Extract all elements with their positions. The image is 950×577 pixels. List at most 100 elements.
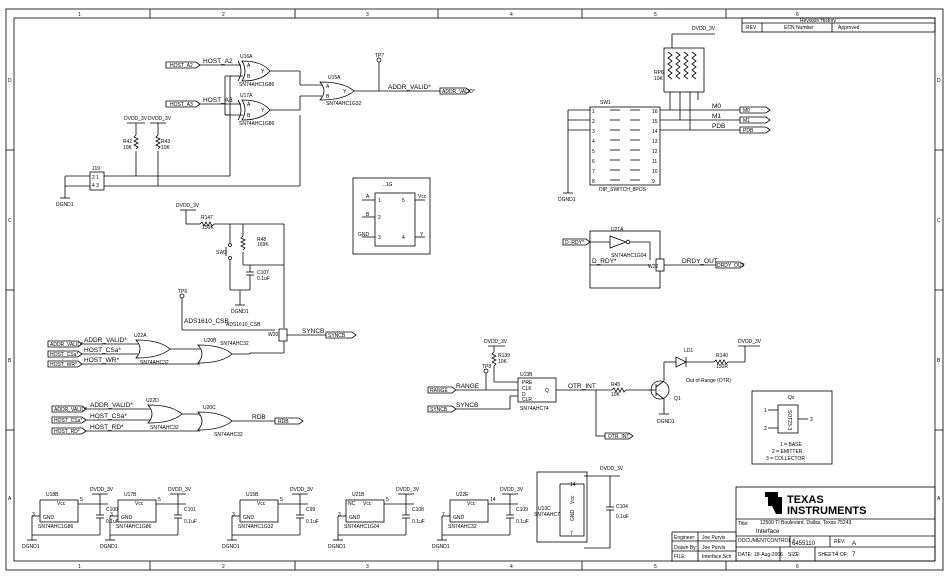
port-addr-valid [439, 87, 471, 95]
svg-text:RANGE: RANGE [456, 383, 480, 390]
svg-text:SN74AHC1G32: SN74AHC1G32 [326, 101, 362, 107]
svg-text:SN74AHC1G32: SN74AHC1G32 [238, 524, 274, 530]
flipflop-u13b [517, 377, 557, 403]
svg-text:OTR_INT: OTR_INT [608, 434, 629, 440]
jumper-w20 [278, 328, 288, 342]
svg-text:169K: 169K [257, 242, 269, 248]
svg-text:R45: R45 [611, 382, 620, 388]
svg-text:0.1uF: 0.1uF [306, 519, 319, 525]
net-addr-valid: ADDR_VALID* [388, 84, 431, 91]
svg-text:SN74AHC1G04: SN74AHC1G04 [344, 524, 380, 530]
svg-text:14: 14 [570, 482, 576, 488]
or-gate-u20b [197, 344, 233, 364]
company-address: 12500 TI Boulevard. Dallas, Texas 75243 [760, 520, 851, 526]
svg-text:DVDD_3V: DVDD_3V [484, 339, 508, 345]
svg-text:14: 14 [652, 129, 658, 135]
svg-text:0.1uF: 0.1uF [412, 519, 425, 525]
transistor-pin-legend: Qx SOT23-3 123 1 = BASE 2 = EMITTER 3 = … [751, 390, 833, 465]
or-gate-u22a [135, 339, 171, 359]
svg-text:3: 3 [338, 512, 341, 518]
svg-text:SN74AHC1G86: SN74AHC1G86 [239, 82, 275, 88]
revision-history-table: Revision History REV ECN Number Approved [741, 17, 936, 33]
svg-text:HOST_CSa*: HOST_CSa* [84, 347, 121, 354]
resistor-r42 [133, 134, 139, 150]
svg-text:DVDD_3V: DVDD_3V [90, 487, 114, 493]
svg-text:U22E: U22E [456, 492, 469, 498]
xor-gate-u16a: U16A A B Y SN74AHC1G86 [237, 54, 275, 88]
svg-text:ADDR_VALID*: ADDR_VALID* [54, 407, 87, 413]
row-label-d: D [8, 78, 12, 84]
svg-text:U17A: U17A [240, 93, 253, 99]
revision-title: Revision History [800, 18, 837, 24]
svg-text:U13B: U13B [520, 372, 533, 378]
svg-text:RDB: RDB [252, 414, 266, 421]
svg-text:10K: 10K [498, 359, 508, 365]
sheet-total: 7 [852, 552, 856, 558]
svg-text:2 = EMITTER: 2 = EMITTER [772, 449, 803, 455]
svg-text:DRDY_OUT: DRDY_OUT [682, 258, 718, 265]
svg-text:R42: R42 [123, 139, 132, 145]
svg-text:FILE:: FILE: [674, 554, 686, 560]
svg-text:DATE:: DATE: [738, 552, 752, 558]
u13c-power-block: U13C SN74AHC74 GND Vcc 14 7 DVDD_3V C104… [534, 466, 629, 549]
svg-text:SN74AHC1G86: SN74AHC1G86 [38, 524, 74, 530]
svg-text:CLR: CLR [522, 397, 532, 403]
svg-text:Vcc: Vcc [418, 194, 427, 200]
engineer-name: Joe Purvis [702, 535, 726, 541]
address-decode-block: HOST_A2 HOST_A2 HOST_A3 HOST_A3 U16A A B… [56, 53, 475, 208]
svg-text:C100: C100 [106, 507, 118, 513]
col-label-5: 5 [654, 12, 657, 18]
file-name: Interface.Sch [702, 554, 732, 560]
svg-text:HOST_WR*: HOST_WR* [50, 362, 77, 368]
read-decode-block: ADDR_VALID* HOST_CSa* HOST_RD* ADDR_VALI… [51, 398, 304, 438]
svg-text:A: A [247, 63, 251, 69]
svg-text:U22A: U22A [134, 333, 147, 339]
svg-text:B: B [366, 212, 370, 218]
col-label-6: 6 [796, 12, 799, 18]
svg-text:Q: Q [545, 388, 549, 394]
svg-text:M1: M1 [743, 118, 750, 124]
decoupling-cell-u22e: U22EVccGNDSN74AHC32147DVDD_3VC1090.1uFDG… [432, 487, 529, 550]
svg-text:SW3: SW3 [216, 250, 227, 256]
resistor-r147 [199, 221, 215, 227]
svg-text:0.1uF: 0.1uF [616, 514, 629, 520]
svg-text:11: 11 [652, 159, 657, 165]
svg-text:3 = COLLECTOR: 3 = COLLECTOR [766, 456, 805, 462]
ic-u18b [39, 499, 79, 523]
svg-text:RANGE: RANGE [430, 388, 448, 394]
drawing-title: Interface [756, 529, 780, 535]
svg-text:1: 1 [764, 408, 767, 414]
svg-text:RP6: RP6 [654, 70, 664, 76]
row-label-a-right: A [937, 496, 941, 502]
svg-text:OTR_INT: OTR_INT [568, 383, 596, 390]
svg-text:Vcc: Vcc [257, 501, 266, 507]
drdy-block: D_RDY* U21A SN74AHC1G04 D_RDY* W22 DRDY_… [562, 227, 745, 289]
svg-text:15: 15 [652, 119, 658, 125]
col-label-6-bottom: 6 [796, 564, 799, 570]
svg-text:U16A: U16A [240, 54, 253, 60]
svg-text:Drawn By:: Drawn By: [674, 545, 697, 551]
svg-text:DGND1: DGND1 [22, 544, 40, 550]
svg-text:ADS1610_CSB: ADS1610_CSB [226, 322, 261, 328]
col-label-3-bottom: 3 [366, 564, 369, 570]
row-label-c: C [8, 218, 12, 224]
svg-text:SN74AHC32: SN74AHC32 [150, 425, 179, 431]
svg-text:A: A [326, 84, 330, 90]
tp7-label: TP7 [375, 53, 384, 59]
svg-text:DGND1: DGND1 [432, 544, 450, 550]
col-label-2: 2 [222, 12, 225, 18]
svg-text:M0: M0 [743, 108, 750, 114]
svg-text:C104: C104 [616, 504, 628, 510]
svg-text:DVDD_3V: DVDD_3V [600, 466, 624, 472]
svg-text:U15A: U15A [328, 75, 341, 81]
svg-text:W22: W22 [648, 264, 659, 270]
svg-text:DVDD_3V: DVDD_3V [738, 339, 762, 345]
svg-text:OF:: OF: [840, 552, 848, 558]
svg-text:R43: R43 [161, 139, 170, 145]
svg-text:C99: C99 [306, 507, 315, 513]
drawing-date: 18-Aug-2006 [754, 552, 783, 558]
svg-text:5: 5 [592, 149, 595, 155]
port-host-a2 [165, 61, 201, 69]
ic-u17b [117, 499, 157, 523]
svg-text:ADDR_VALID*: ADDR_VALID* [90, 402, 133, 409]
